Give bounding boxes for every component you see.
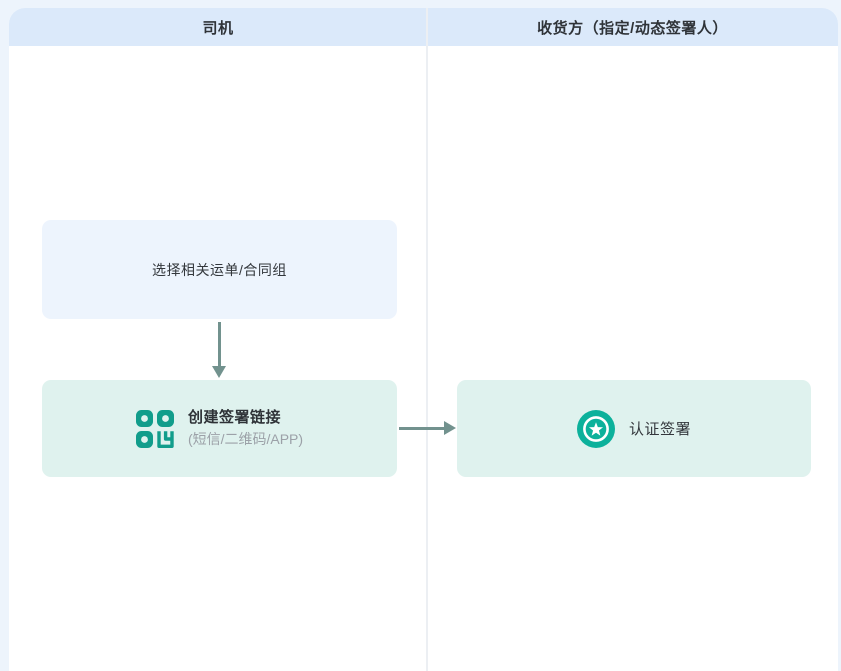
lane-divider [426,8,428,671]
lane-header-consignee: 收货方（指定/动态签署人） [427,8,838,46]
create-sign-link-subtitle: (短信/二维码/APP) [187,431,304,447]
flow-node-select-waybill-label: 选择相关运单/合同组 [152,261,287,278]
flow-node-certified-sign-label: 认证签署 [628,421,691,438]
flow-node-select-waybill: 选择相关运单/合同组 [42,220,397,319]
flow-node-certified-sign: 认证签署 [457,380,811,477]
lane-title-driver: 司机 [202,19,234,37]
swimlane-panel: 司机 收货方（指定/动态签署人） 选择相关运单/合同组 [9,8,838,671]
lane-title-consignee: 收货方（指定/动态签署人） [537,19,728,37]
lane-header-driver: 司机 [9,8,427,46]
certified-badge-icon [576,409,615,448]
arrow-right-line [399,427,444,430]
lane-header-bar: 司机 收货方（指定/动态签署人） [9,8,838,46]
arrow-right-head [444,421,456,435]
arrow-down-line [218,322,221,366]
arrow-down-head [212,366,226,378]
flow-node-create-sign-link: 创建签署链接 (短信/二维码/APP) [42,380,397,477]
flow-node-create-sign-link-text: 创建签署链接 (短信/二维码/APP) [188,407,303,450]
qr-code-icon [135,409,174,448]
create-sign-link-title: 创建签署链接 [187,409,281,426]
